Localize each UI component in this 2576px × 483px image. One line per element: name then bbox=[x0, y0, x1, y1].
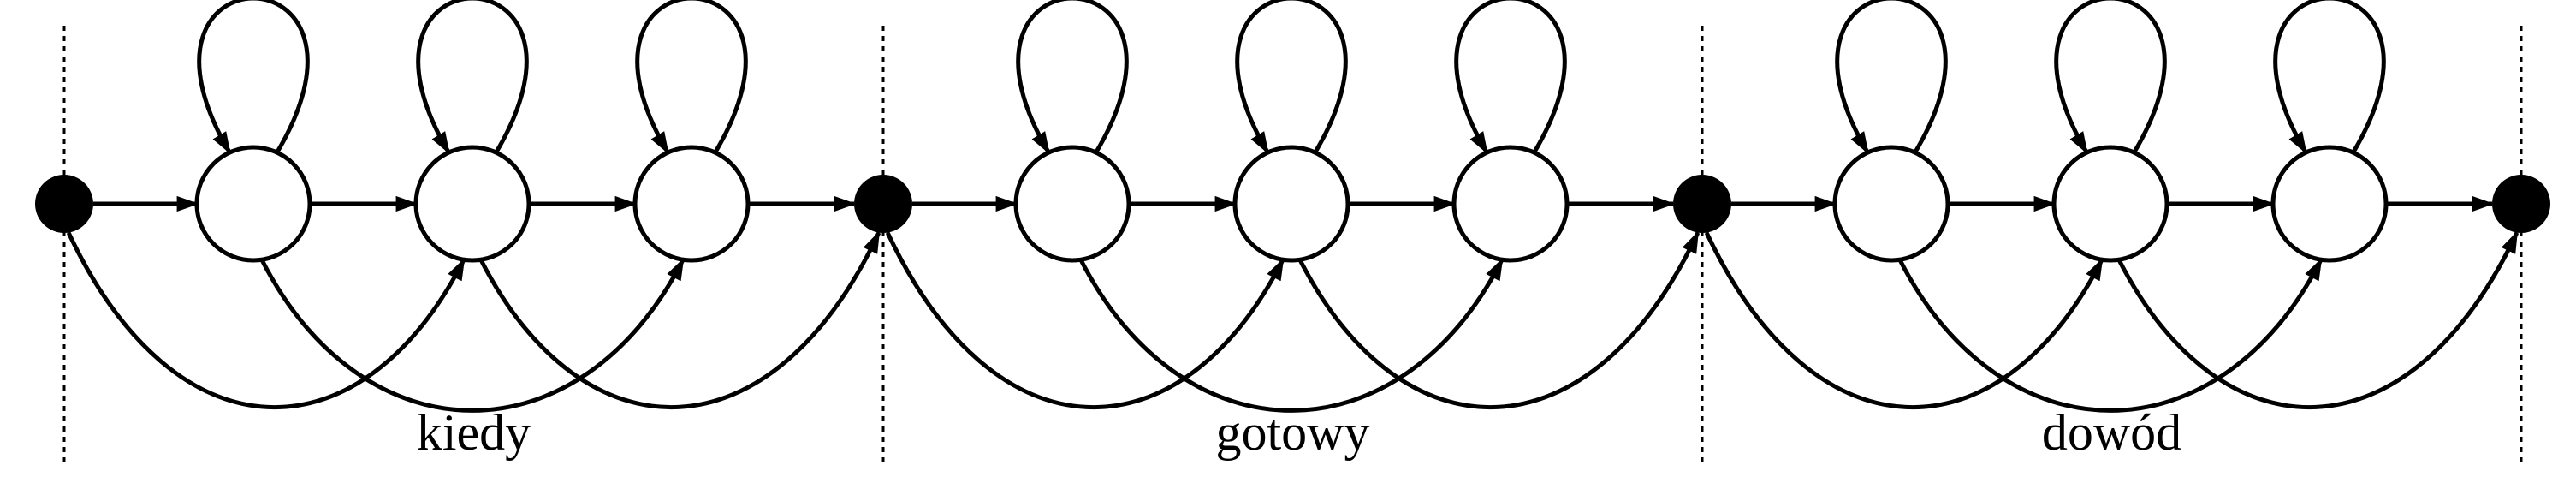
self-loop-arrow-w1-s1 bbox=[1235, 0, 1348, 155]
self-loop-arrow-w0-s1 bbox=[416, 0, 529, 155]
self-loop-arrow-w1-s0 bbox=[1016, 0, 1129, 155]
skip-arrow-w1-1 bbox=[1078, 258, 1505, 413]
boundary-node-2 bbox=[1673, 175, 1731, 233]
skip-arrow-w1-0 bbox=[885, 231, 1285, 409]
state-node-w0-s0 bbox=[194, 145, 312, 263]
self-loop-arrow-w2-s0 bbox=[1835, 0, 1948, 155]
skip-arrow-w2-2 bbox=[2116, 230, 2520, 409]
state-node-w2-s1 bbox=[2051, 145, 2169, 263]
state-node-w2-s0 bbox=[1832, 145, 1950, 263]
state-node-w1-s1 bbox=[1232, 145, 1350, 263]
skip-arrow-w0-0 bbox=[66, 231, 466, 409]
skip-arrow-w0-1 bbox=[259, 258, 686, 413]
skip-arrow-w0-2 bbox=[478, 230, 881, 409]
self-loop-arrow-w0-s2 bbox=[635, 0, 748, 155]
skip-arrow-w2-1 bbox=[1897, 258, 2324, 413]
self-loop-arrow-w2-s1 bbox=[2054, 0, 2167, 155]
word-label-2: dowód bbox=[2042, 404, 2181, 461]
self-loop-arrow-w2-s2 bbox=[2273, 0, 2386, 155]
state-node-w0-s2 bbox=[632, 145, 751, 263]
skip-arrow-w1-2 bbox=[1297, 230, 1701, 409]
state-node-w1-s2 bbox=[1451, 145, 1570, 263]
boundary-node-1 bbox=[854, 175, 912, 233]
state-node-w1-s0 bbox=[1013, 145, 1131, 263]
state-node-w2-s2 bbox=[2270, 145, 2389, 263]
word-label-0: kiedy bbox=[417, 404, 531, 461]
skip-arrow-w2-0 bbox=[1704, 231, 2104, 409]
state-node-w0-s1 bbox=[413, 145, 531, 263]
self-loop-arrow-w0-s0 bbox=[197, 0, 310, 155]
word-label-1: gotowy bbox=[1216, 404, 1370, 461]
boundary-node-3 bbox=[2492, 175, 2550, 233]
self-loop-arrow-w1-s2 bbox=[1454, 0, 1567, 155]
boundary-node-0 bbox=[35, 175, 93, 233]
